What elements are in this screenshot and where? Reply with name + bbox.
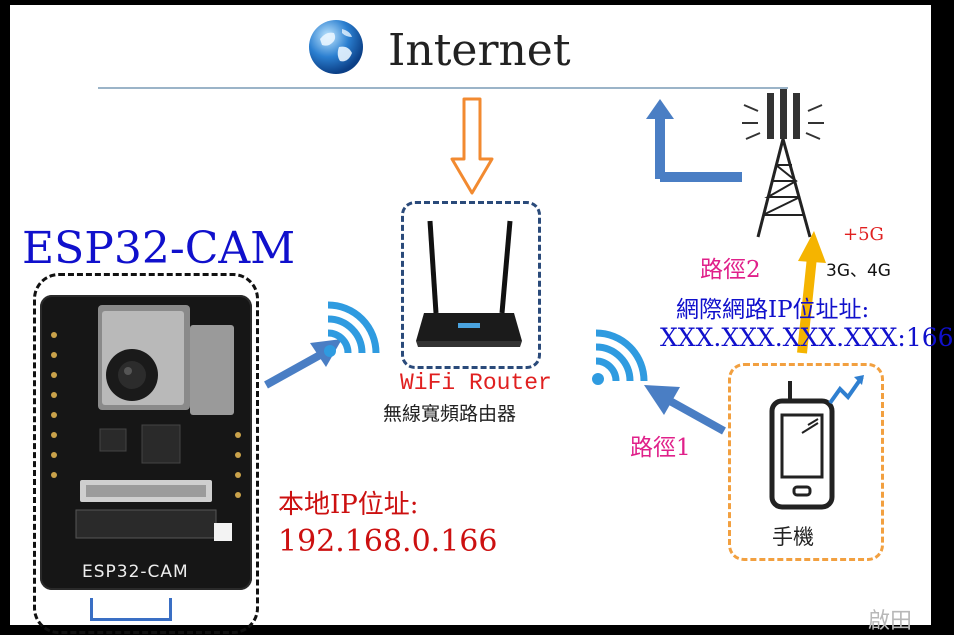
- internet-title: Internet: [388, 25, 571, 76]
- uplink-arrow: [646, 99, 742, 182]
- watermark-text: 啟田: [868, 609, 913, 634]
- local-ip-value: 192.168.0.166: [278, 524, 498, 559]
- cell-tower-icon: [742, 89, 824, 238]
- network-generations-label: 3G、4G: [826, 261, 891, 281]
- router-label-en: WiFi Router: [400, 370, 552, 396]
- router-label-zh: 無線寬頻路由器: [383, 403, 517, 425]
- esp32-cam-pin-header: [90, 598, 172, 621]
- phone-icon: [769, 375, 864, 510]
- esp32-cam-board-image: [51, 305, 241, 541]
- esp32-cam-frame: [33, 273, 259, 634]
- local-ip-label: 本地IP位址:: [278, 490, 419, 520]
- phone-label: 手機: [772, 525, 814, 549]
- router-frame: [401, 201, 541, 369]
- path2-arrow: [797, 231, 826, 354]
- plus-5g-label: +5G: [843, 224, 884, 245]
- esp32-cam-board: [40, 295, 252, 590]
- globe-icon: [309, 20, 363, 74]
- diagram-canvas: Internet ESP32-CAM: [10, 5, 954, 634]
- esp32-cam-title: ESP32-CAM: [22, 223, 296, 274]
- wifi-signal-icon-phone: [592, 329, 648, 385]
- public-ip-label: 網際網路IP位址址:: [676, 297, 870, 323]
- path2-label: 路徑2: [700, 257, 761, 283]
- internet-line: [98, 87, 788, 89]
- downlink-arrow: [450, 97, 494, 195]
- wifi-signal-icon: [324, 301, 380, 357]
- path1-arrow: [644, 385, 726, 435]
- path1-label: 路徑1: [630, 435, 691, 461]
- esp32-cam-board-label: ESP32-CAM: [82, 562, 189, 582]
- public-ip-value: XXX.XXX.XXX.XXX:166: [660, 323, 954, 352]
- phone-frame: [728, 363, 884, 561]
- router-icon: [416, 220, 522, 347]
